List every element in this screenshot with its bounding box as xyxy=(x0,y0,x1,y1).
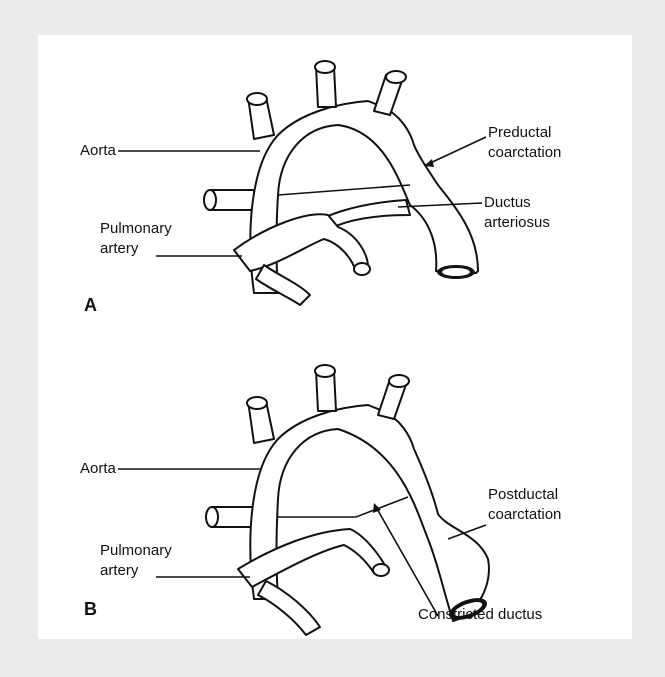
panel-letter-a: A xyxy=(84,295,97,315)
pulmonary-lower-limb-b xyxy=(258,581,320,635)
coarctation-label-a-line1: Preductal xyxy=(488,123,551,143)
constricted-ductus-label-b: Constricted ductus xyxy=(418,605,542,625)
pulmonary-label-b-line1: Pulmonary xyxy=(100,541,172,561)
arch-inner-line-a xyxy=(278,185,410,195)
coarctation-label-b-line2: coarctation xyxy=(488,505,561,525)
left-subclavian-opening-b xyxy=(389,375,409,387)
aorta-label-a: Aorta xyxy=(80,141,116,161)
coarctation-label-b-line1: Postductal xyxy=(488,485,558,505)
aorta-label-b: Aorta xyxy=(80,459,116,479)
brachiocephalic-opening-a xyxy=(247,93,267,105)
pulmonary-left-opening-a xyxy=(204,190,216,210)
figure-panel: Aorta Preductal coarctation Ductus arter… xyxy=(38,35,632,639)
coarctation-leader-a xyxy=(426,137,486,165)
pulmonary-right-opening-a xyxy=(354,263,370,275)
pulmonary-right-opening-b xyxy=(373,564,389,576)
pulmonary-left-opening-b xyxy=(206,507,218,527)
left-subclavian-opening-a xyxy=(386,71,406,83)
pulmonary-lower-limb-a xyxy=(256,265,310,305)
brachiocephalic-opening-b xyxy=(247,397,267,409)
pulmonary-label-b-line2: artery xyxy=(100,561,138,581)
ductus-label-a-line2: arteriosus xyxy=(484,213,550,233)
diagram-a xyxy=(118,61,486,305)
pulmonary-label-a-line2: artery xyxy=(100,239,138,259)
coarctation-label-a-line2: coarctation xyxy=(488,143,561,163)
left-carotid-opening-a xyxy=(315,61,335,73)
pulmonary-label-a-line1: Pulmonary xyxy=(100,219,172,239)
arch-inner-line-b xyxy=(278,497,408,517)
panel-letter-b: B xyxy=(84,599,97,619)
aortic-arch-b xyxy=(250,405,489,621)
ductus-label-a-line1: Ductus xyxy=(484,193,531,213)
left-carotid-opening-b xyxy=(315,365,335,377)
diagram-b xyxy=(118,365,490,635)
